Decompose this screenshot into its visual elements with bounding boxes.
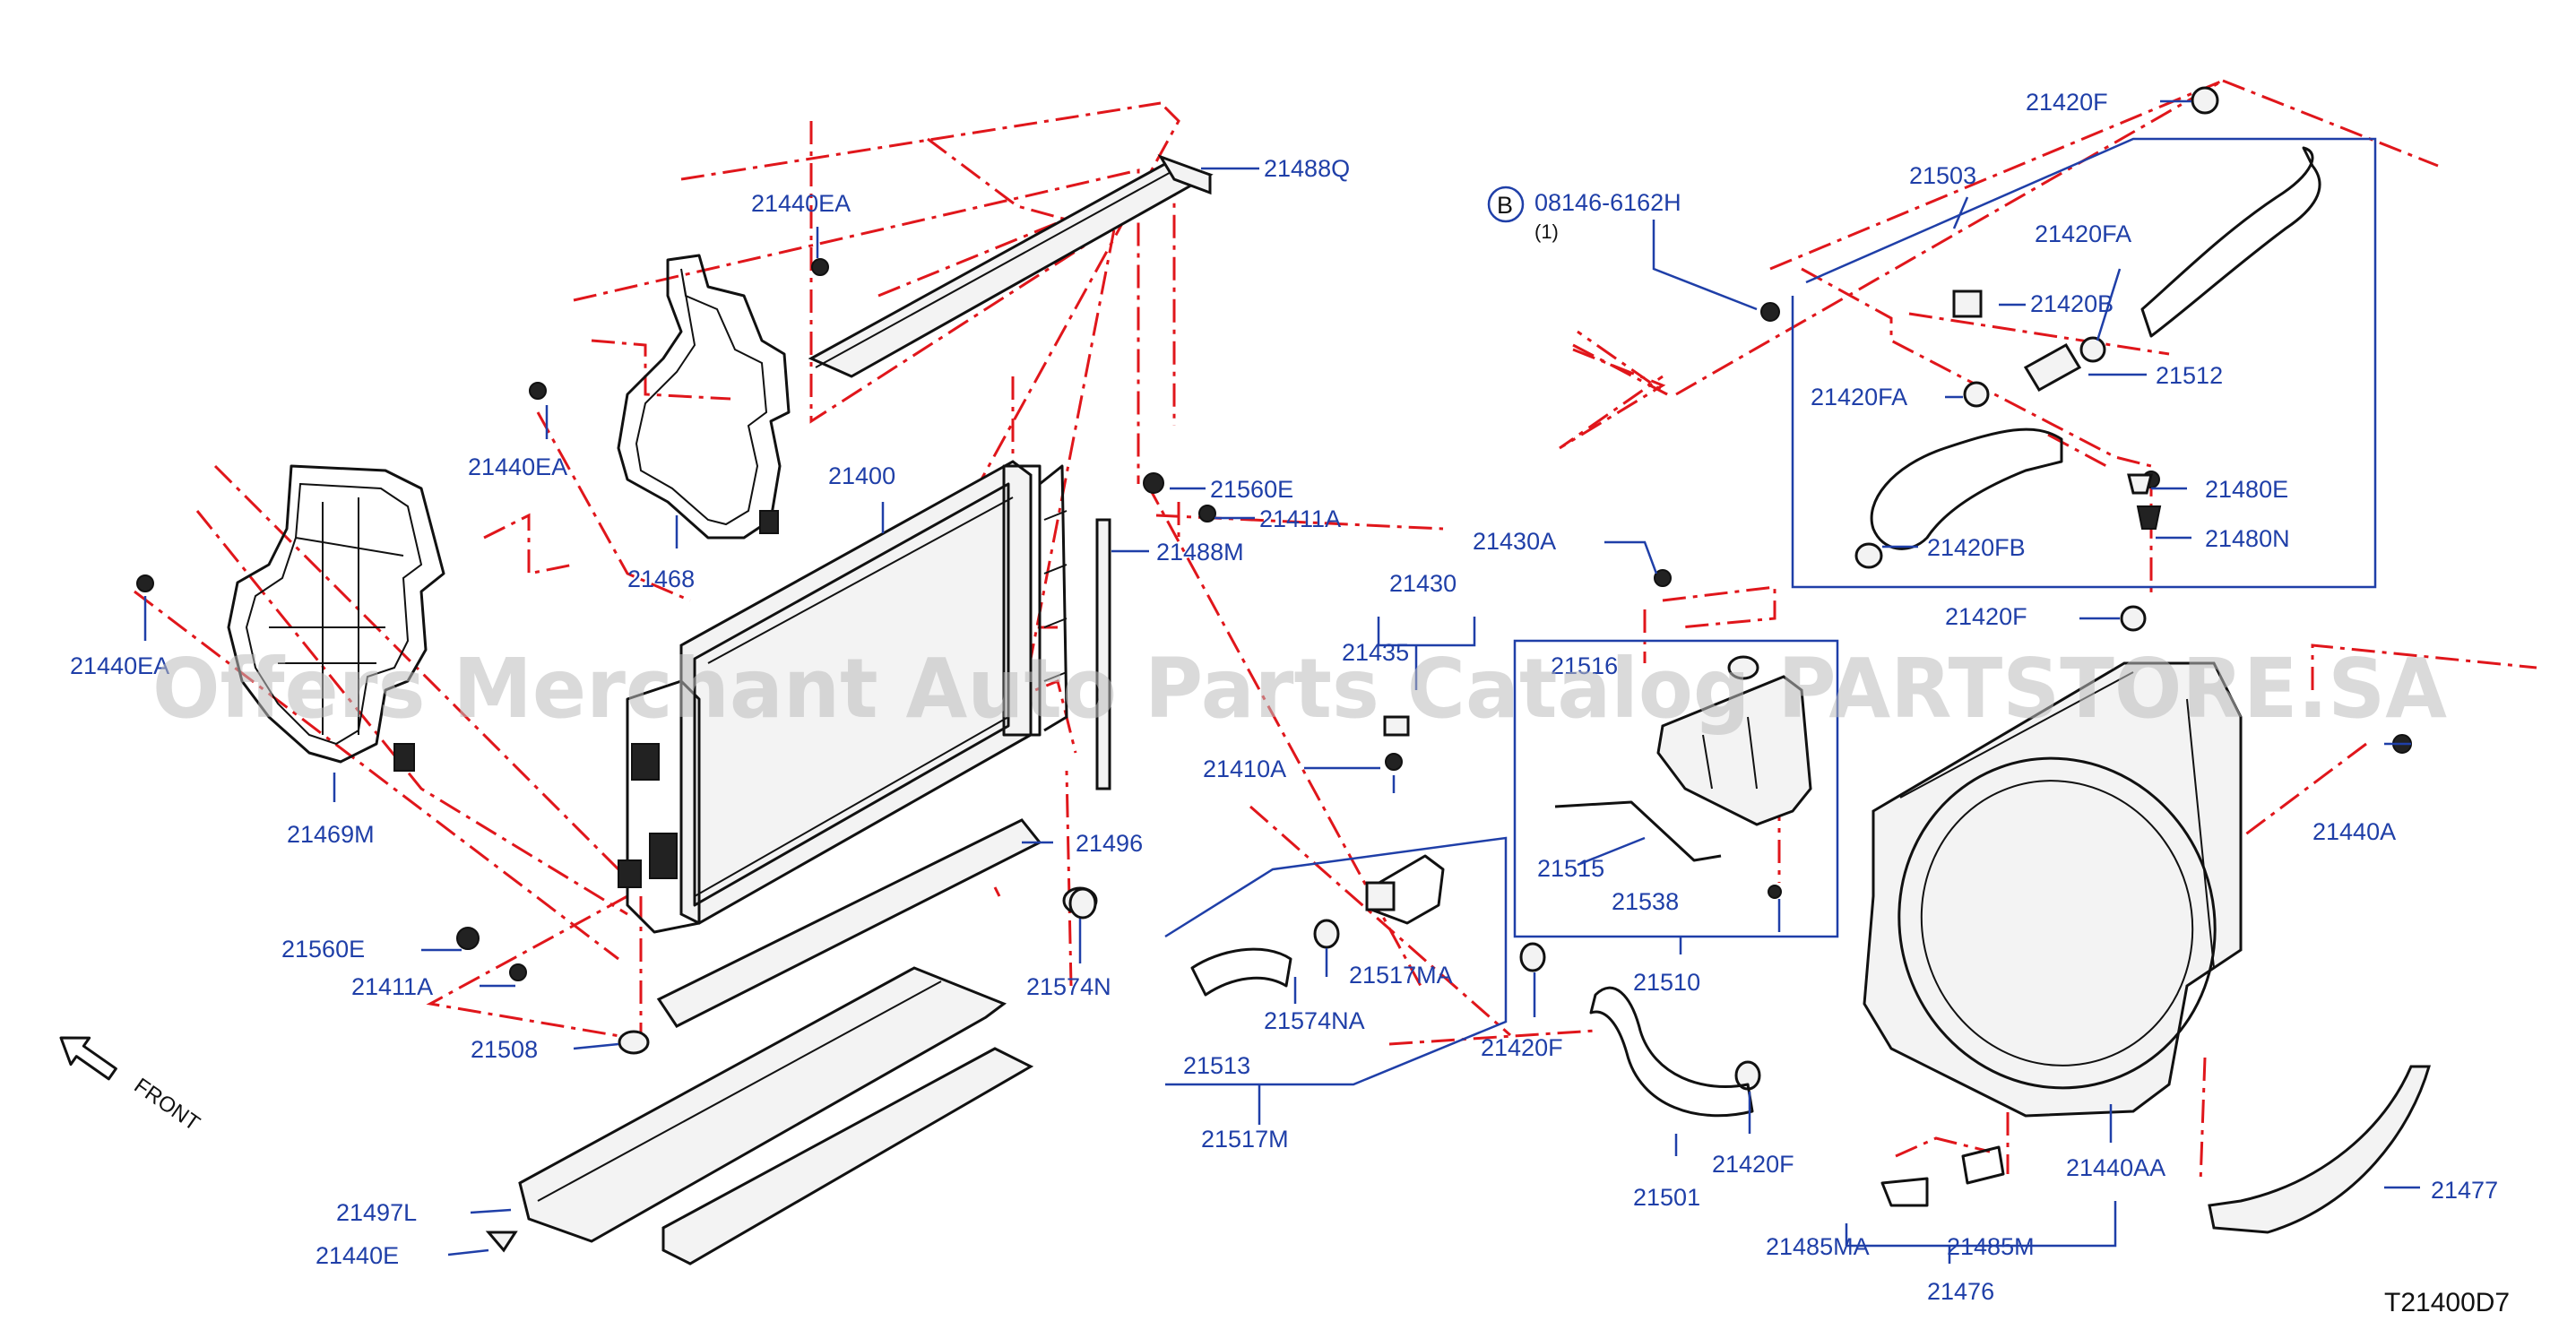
label-21516: 21516 xyxy=(1551,652,1618,679)
side-seal-21488M xyxy=(1095,518,1111,790)
label-21510: 21510 xyxy=(1633,969,1700,996)
label-21440EA-left: 21440EA xyxy=(70,652,169,679)
front-label: FRONT xyxy=(130,1074,204,1136)
label-21476: 21476 xyxy=(1927,1278,1994,1305)
label-21410A: 21410A xyxy=(1203,756,1286,782)
label-21469M: 21469M xyxy=(287,821,375,848)
air-guide-21469M xyxy=(227,464,445,772)
label-21420FA-left: 21420FA xyxy=(1811,384,1907,410)
group-boxes xyxy=(1164,137,2377,1264)
label-08146-6162H: 08146-6162H xyxy=(1534,189,1681,216)
connector-21512 xyxy=(1952,289,2153,495)
bolt-symbol-circle xyxy=(1487,186,1525,223)
thermostat-housing-21430 xyxy=(1365,715,1445,925)
label-21420FA-top: 21420FA xyxy=(2035,220,2131,247)
hose-21503 xyxy=(2140,146,2321,338)
label-21517M: 21517M xyxy=(1201,1126,1289,1153)
front-arrow xyxy=(59,1036,117,1081)
label-21440EA-mid: 21440EA xyxy=(468,453,567,480)
label-21496: 21496 xyxy=(1076,830,1143,857)
label-21440AA: 21440AA xyxy=(2066,1154,2165,1181)
label-21560E-bottom: 21560E xyxy=(281,936,365,963)
diagram-code: T21400D7 xyxy=(2384,1288,2510,1317)
label-21503: 21503 xyxy=(1909,162,1976,189)
label-21420F-top: 21420F xyxy=(2026,89,2108,116)
label-21485M: 21485M xyxy=(1947,1233,2035,1260)
label-21440A: 21440A xyxy=(2312,818,2396,845)
fan-shroud-21476 xyxy=(1863,661,2243,1207)
bolt-symbol: B xyxy=(1497,192,1513,219)
upper-seal-21488Q xyxy=(808,154,1214,378)
label-21512: 21512 xyxy=(2156,362,2223,389)
label-21574NA: 21574NA xyxy=(1264,1007,1365,1034)
label-21515: 21515 xyxy=(1537,855,1604,882)
reservoir-tank-21510 xyxy=(1554,655,1812,862)
label-21477: 21477 xyxy=(2431,1177,2498,1204)
label-21508: 21508 xyxy=(471,1036,538,1063)
label-21517MA: 21517MA xyxy=(1349,962,1453,989)
label-21430A: 21430A xyxy=(1473,528,1556,555)
label-21480N: 21480N xyxy=(2205,525,2290,552)
clamps xyxy=(1068,86,2219,1091)
label-21420B: 21420B xyxy=(2030,290,2114,317)
label-21411A-top: 21411A xyxy=(1259,505,1341,532)
part-drawings xyxy=(59,86,2431,1265)
hose-21503-lower xyxy=(1870,428,2063,550)
label-21488M: 21488M xyxy=(1156,539,1244,566)
hose-21513 xyxy=(1190,947,1292,997)
air-guide-21468 xyxy=(617,254,791,540)
label-21468: 21468 xyxy=(627,566,695,592)
label-21420FB: 21420FB xyxy=(1927,534,2026,561)
under-cover-21497L xyxy=(518,966,1034,1265)
label-21560E-top: 21560E xyxy=(1210,476,1293,503)
watermark: Offers Merchant Auto Parts Catalog PARTS… xyxy=(152,641,2447,737)
label-21574N: 21574N xyxy=(1026,973,1111,1000)
label-21420F-hose: 21420F xyxy=(1481,1034,1563,1061)
label-21538: 21538 xyxy=(1612,888,1679,915)
label-21440EA-top: 21440EA xyxy=(751,190,851,217)
label-21435: 21435 xyxy=(1342,639,1409,666)
shroud-extension-21477 xyxy=(2208,1065,2431,1234)
label-21400: 21400 xyxy=(828,462,895,489)
label-21497L: 21497L xyxy=(336,1199,417,1226)
label-21485MA: 21485MA xyxy=(1766,1233,1870,1260)
bolt-quantity: (1) xyxy=(1534,220,1559,243)
label-21420F-bottom: 21420F xyxy=(1712,1151,1794,1178)
label-21420F-mid: 21420F xyxy=(1945,603,2027,630)
label-21488Q: 21488Q xyxy=(1264,155,1350,182)
label-21430: 21430 xyxy=(1389,570,1457,597)
label-21411A-bottom: 21411A xyxy=(351,973,433,1000)
label-21501: 21501 xyxy=(1633,1184,1700,1211)
label-21480E: 21480E xyxy=(2205,476,2288,503)
label-21513: 21513 xyxy=(1183,1052,1250,1079)
leader-lines xyxy=(143,99,2420,1257)
label-21440E: 21440E xyxy=(316,1242,399,1269)
part-labels: 21488Q 21440EA 21440EA 21468 21400 21560… xyxy=(70,89,2498,1305)
radiator-21400 xyxy=(618,460,1068,934)
hose-21501 xyxy=(1589,986,1754,1118)
